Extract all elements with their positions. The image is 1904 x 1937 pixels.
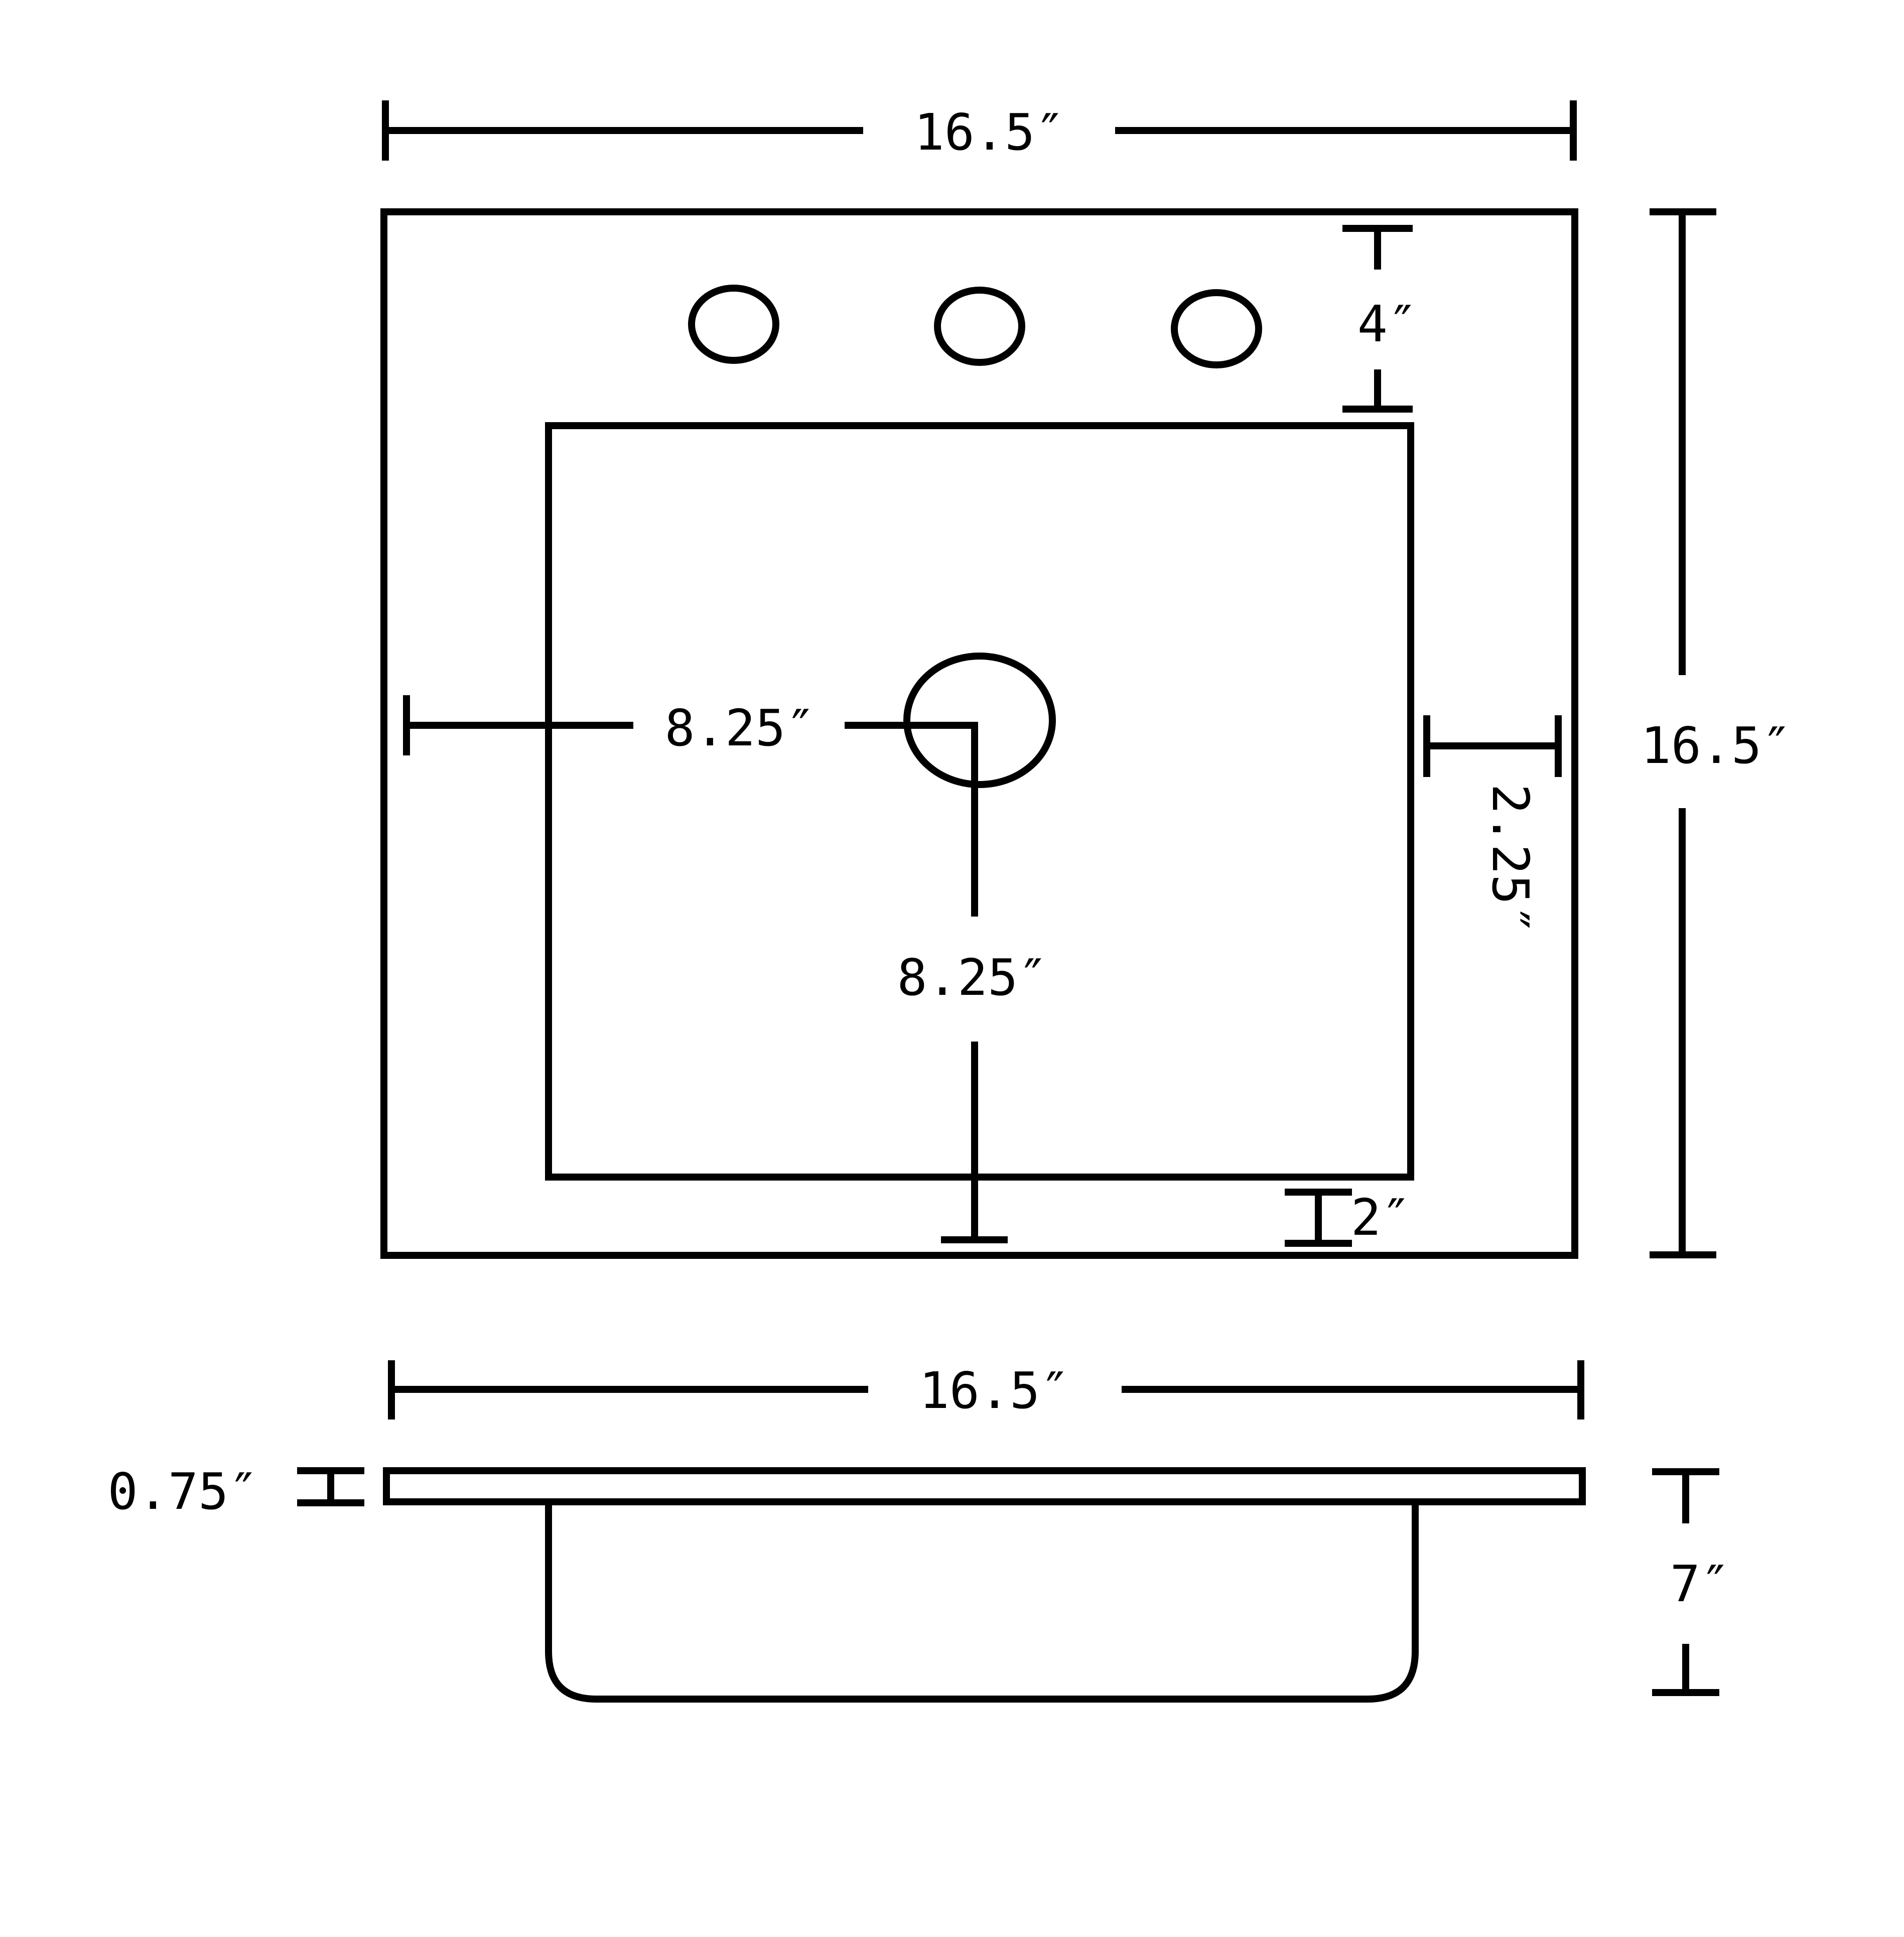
- hole-offset-label: 4″: [1357, 295, 1418, 353]
- faucet-hole-left: [688, 285, 779, 364]
- deck-profile: [383, 1467, 1586, 1505]
- bottom-margin-dimension: 2″: [1285, 1188, 1411, 1247]
- bottom-margin-label: 2″: [1351, 1188, 1411, 1247]
- drain-horizontal-label: 8.25″: [664, 699, 815, 757]
- right-height-dimension: 16.5″: [1641, 208, 1792, 1258]
- side-width-dimension: 16.5″: [388, 1360, 1584, 1420]
- bowl-profile: [545, 1502, 1419, 1703]
- right-height-label: 16.5″: [1641, 716, 1792, 775]
- hole-offset-dimension: 4″: [1342, 225, 1418, 413]
- bowl-depth-dimension: 7″: [1652, 1468, 1730, 1696]
- drain-vertical-dimension: 8.25″: [897, 722, 1048, 1243]
- faucet-hole-center: [934, 287, 1025, 366]
- drain-vertical-label: 8.25″: [897, 948, 1048, 1007]
- bowl-side-margin-dimension: 2.25″: [1423, 715, 1562, 935]
- drain-horizontal-dimension: 8.25″: [403, 695, 975, 757]
- side-width-label: 16.5″: [919, 1361, 1070, 1420]
- countertop-outline: [380, 208, 1578, 1259]
- deck-thickness-dimension: 0.75″: [107, 1462, 364, 1521]
- top-width-dimension: 16.5″: [382, 100, 1577, 162]
- bowl-outline: [545, 422, 1414, 1181]
- top-width-label: 16.5″: [914, 103, 1065, 162]
- faucet-hole-right: [1171, 289, 1262, 368]
- drain-circle: [903, 653, 1056, 788]
- deck-thickness-label: 0.75″: [107, 1462, 258, 1521]
- bowl-depth-label: 7″: [1670, 1555, 1730, 1613]
- bowl-side-margin-label: 2.25″: [1481, 784, 1540, 935]
